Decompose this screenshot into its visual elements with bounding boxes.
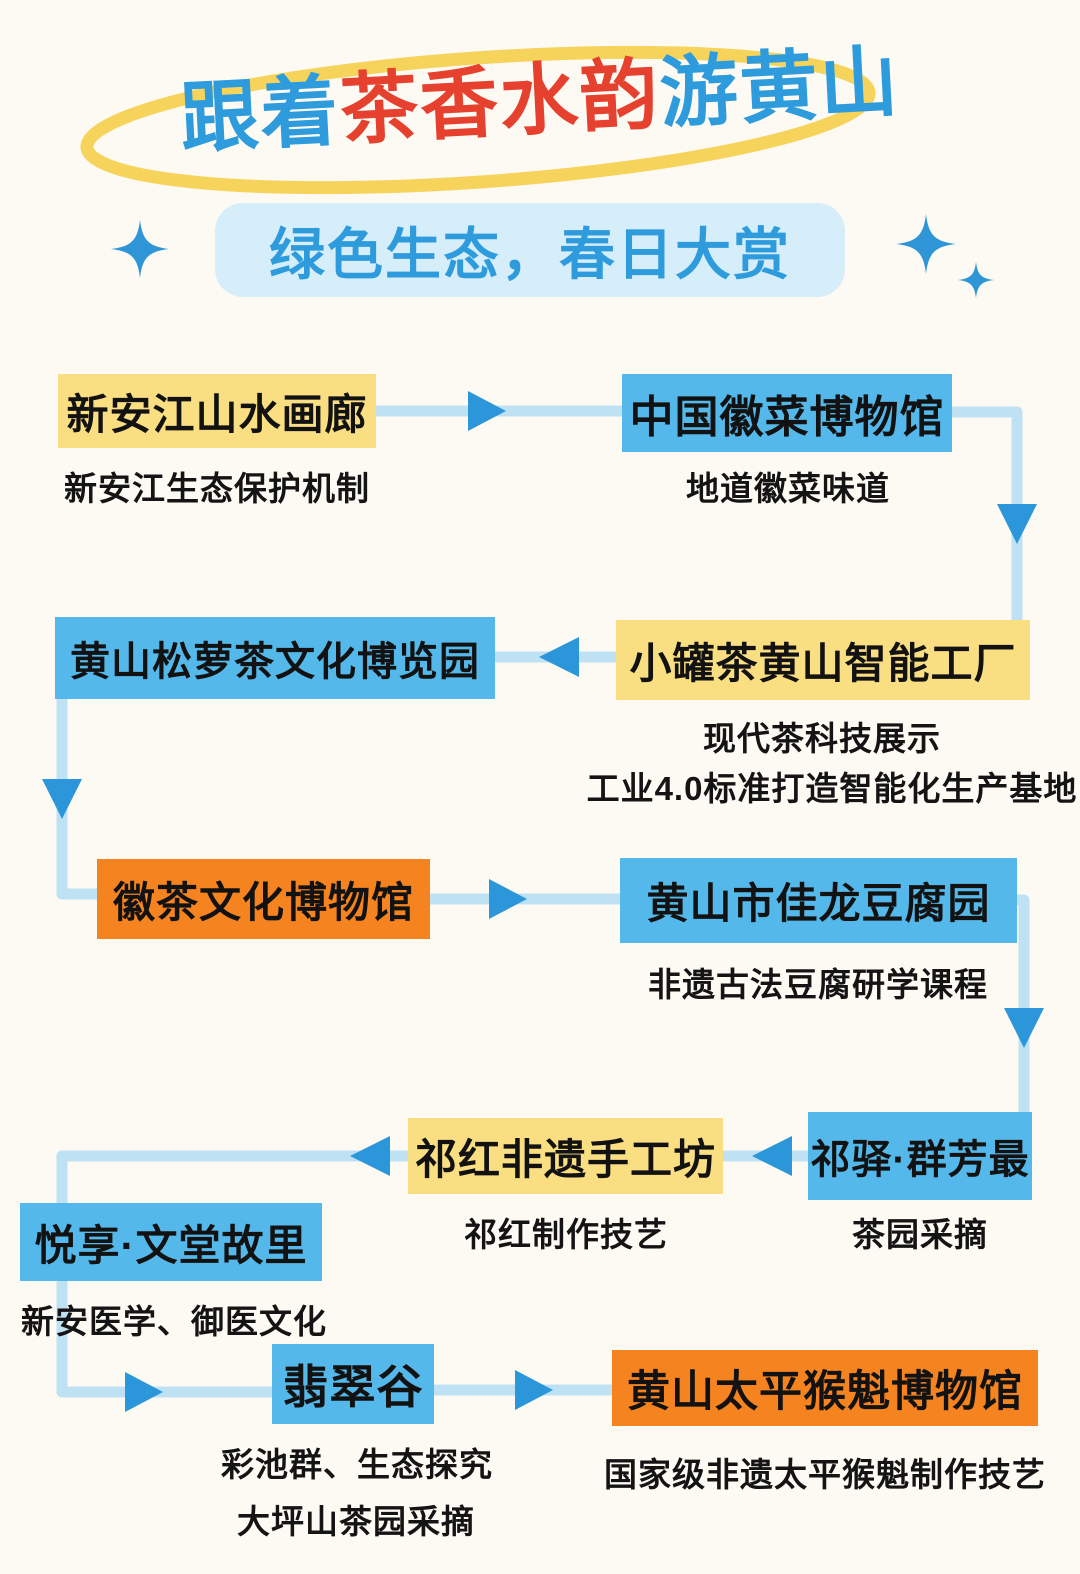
title-part-3: 游黄山 <box>657 37 902 138</box>
arrow-down-icon <box>1004 1008 1044 1048</box>
subtitle-badge: 绿色生态，春日大赏 <box>215 203 845 297</box>
arrow-down-icon <box>997 504 1037 544</box>
arrow-left-icon <box>752 1136 792 1176</box>
poster-title: 跟着茶香水韵游黄山 <box>0 30 1080 230</box>
caption-xinanjiang-landscape-gallery: 新安江生态保护机制 <box>64 470 370 507</box>
arrow-right-icon <box>515 1370 553 1410</box>
connector-2 <box>950 406 1023 625</box>
caption-jialong-tofu-park: 非遗古法豆腐研学课程 <box>648 966 988 1003</box>
title-part-1: 跟着 <box>178 66 343 163</box>
flow-node-taiping-houkui-museum: 黄山太平猴魁博物馆 <box>612 1350 1038 1426</box>
flow-node-feicui-valley: 翡翠谷 <box>272 1344 434 1424</box>
sparkle-icon-right-large <box>896 214 956 274</box>
sparkle-icon-right-small <box>957 261 995 299</box>
arrow-right-icon <box>489 879 527 919</box>
flow-node-jialong-tofu-park: 黄山市佳龙豆腐园 <box>620 858 1017 943</box>
caption-xiaoguancha-smart-factory-1: 现代茶科技展示 <box>703 720 941 757</box>
flow-node-qiyi-qunfangzui: 祁驿·群芳最 <box>808 1112 1032 1200</box>
arrow-right-icon <box>125 1372 163 1412</box>
caption-yuexiang-wentang-hometown: 新安医学、御医文化 <box>21 1303 327 1340</box>
subtitle-text: 绿色生态，春日大赏 <box>269 222 791 286</box>
caption-qihong-heritage-workshop: 祁红制作技艺 <box>464 1216 668 1253</box>
flow-node-qihong-heritage-workshop: 祁红非遗手工坊 <box>408 1118 723 1194</box>
flow-node-songluo-tea-expo-park: 黄山松萝茶文化博览园 <box>55 617 495 699</box>
title-part-2: 茶香水韵 <box>337 49 663 155</box>
caption-feicui-valley-2: 大坪山茶园采摘 <box>237 1503 475 1540</box>
caption-xiaoguancha-smart-factory-2: 工业4.0标准打造智能化生产基地 <box>586 770 1078 807</box>
flow-node-xinanjiang-landscape-gallery: 新安江山水画廊 <box>58 374 376 448</box>
flow-node-hui-tea-culture-museum: 徽茶文化博物馆 <box>97 859 430 939</box>
arrow-left-icon <box>350 1136 390 1176</box>
flow-node-yuexiang-wentang-hometown: 悦享·文堂故里 <box>20 1203 322 1281</box>
flow-node-huizhou-cuisine-museum: 中国徽菜博物馆 <box>622 374 952 452</box>
arrow-left-icon <box>539 637 579 677</box>
arrow-down-icon <box>42 779 82 819</box>
arrow-right-icon <box>468 391 506 431</box>
sparkle-icon-left <box>110 219 170 279</box>
caption-huizhou-cuisine-museum: 地道徽菜味道 <box>686 470 890 507</box>
caption-taiping-houkui-museum: 国家级非遗太平猴魁制作技艺 <box>604 1456 1046 1493</box>
caption-qiyi-qunfangzui: 茶园采摘 <box>852 1216 988 1253</box>
caption-feicui-valley-1: 彩池群、生态探究 <box>221 1446 493 1483</box>
flow-node-xiaoguancha-smart-factory: 小罐茶黄山智能工厂 <box>616 620 1030 700</box>
title-highlight-ellipse <box>80 45 876 195</box>
connector-4 <box>56 695 100 900</box>
